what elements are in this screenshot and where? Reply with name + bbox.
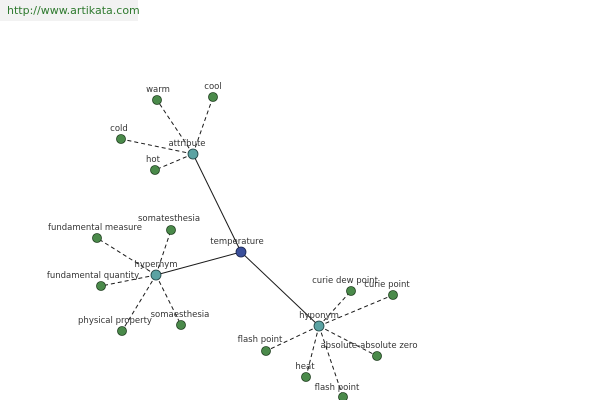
- node-attribute[interactable]: [187, 148, 199, 160]
- node-physical-property[interactable]: [117, 326, 127, 336]
- edge-hyponym-heat: [305, 325, 320, 378]
- node-absolute-zero[interactable]: [372, 351, 382, 361]
- node-label-fundamental-measure[interactable]: fundamental measure: [48, 223, 142, 233]
- node-somatesthesia-1[interactable]: [166, 225, 176, 235]
- node-heat[interactable]: [301, 372, 311, 382]
- node-flash-point-2[interactable]: [338, 392, 348, 400]
- node-cool[interactable]: [208, 92, 218, 102]
- node-label-warm[interactable]: warm: [146, 85, 170, 95]
- graph-nodes: [92, 92, 398, 400]
- node-label-curie-point[interactable]: curie point: [364, 280, 410, 290]
- node-label-somaesthesia[interactable]: somaesthesia: [151, 310, 210, 320]
- graph-labels: temperature attribute hypernym hyponym warm c…: [47, 82, 418, 393]
- edge-attribute-cold: [120, 138, 194, 155]
- edge-attribute-warm: [156, 99, 194, 155]
- node-label-hyponym[interactable]: hyponym: [299, 311, 339, 321]
- node-label-cold[interactable]: cold: [110, 124, 128, 134]
- edge-hypernym-fundamental-measure: [96, 237, 157, 276]
- edge-hypernym-somaesthesia: [155, 274, 182, 326]
- node-fundamental-measure[interactable]: [92, 233, 102, 243]
- node-label-somatesthesia-1[interactable]: somatesthesia: [138, 214, 200, 224]
- site-url-link[interactable]: http://www.artikata.com: [0, 0, 140, 21]
- node-label-flash-point-2[interactable]: flash point: [315, 383, 360, 393]
- node-hot[interactable]: [150, 165, 160, 175]
- node-label-fundamental-quantity[interactable]: fundamental quantity: [47, 271, 139, 281]
- node-hypernym[interactable]: [150, 269, 162, 281]
- node-label-physical-property[interactable]: physical property: [78, 316, 152, 326]
- node-label-attribute[interactable]: attribute: [168, 139, 205, 149]
- edge-temperature-hyponym: [240, 251, 320, 327]
- edge-hypernym-fundamental-quantity: [100, 274, 157, 287]
- node-temperature[interactable]: [235, 246, 247, 258]
- node-label-flash-point-1[interactable]: flash point: [238, 335, 283, 345]
- edge-hyponym-curie-dew-point: [318, 290, 352, 327]
- node-flash-point-1[interactable]: [261, 346, 271, 356]
- edge-hyponym-flash-point-1: [265, 325, 320, 352]
- node-curie-point[interactable]: [388, 290, 398, 300]
- graph-edges: [96, 96, 394, 398]
- node-label-cool[interactable]: cool: [204, 82, 221, 92]
- edge-hypernym-physical-property: [121, 274, 157, 332]
- node-hyponym[interactable]: [313, 320, 325, 332]
- node-curie-dew-point[interactable]: [346, 286, 356, 296]
- edge-hyponym-flash-point-2: [318, 325, 344, 398]
- edge-hypernym-somatesthesia-1: [155, 229, 172, 276]
- node-cold[interactable]: [116, 134, 126, 144]
- node-label-temperature[interactable]: temperature: [210, 237, 263, 247]
- node-label-curie-dew-point[interactable]: curie dew point: [312, 276, 378, 286]
- edge-temperature-hypernym: [155, 251, 242, 276]
- node-warm[interactable]: [152, 95, 162, 105]
- edge-temperature-attribute: [192, 153, 242, 253]
- edge-hyponym-absolute-zero: [318, 325, 378, 357]
- node-somaesthesia[interactable]: [176, 320, 186, 330]
- node-label-hot[interactable]: hot: [146, 155, 161, 165]
- edge-hyponym-curie-point: [318, 294, 394, 327]
- edge-attribute-hot: [154, 153, 194, 171]
- node-fundamental-quantity[interactable]: [96, 281, 106, 291]
- edge-attribute-cool: [192, 96, 214, 155]
- node-label-absolute-zero[interactable]: absolute-absolute zero: [320, 341, 417, 351]
- node-label-hypernym[interactable]: hypernym: [134, 260, 177, 270]
- node-label-heat[interactable]: heat: [295, 362, 315, 372]
